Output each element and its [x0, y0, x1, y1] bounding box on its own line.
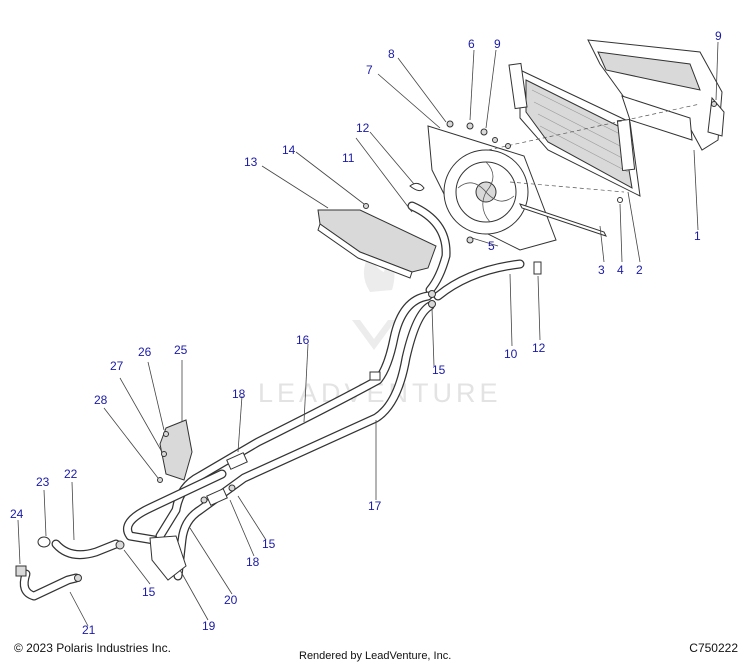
- fan-assembly: [427, 125, 557, 251]
- clamp-15-upper-b: [428, 300, 436, 308]
- callout-19: 19: [202, 619, 216, 633]
- coolant-pipe-16: [155, 291, 433, 541]
- clamp-15-lower-a: [228, 484, 236, 492]
- callout-15-right: 15: [262, 537, 276, 551]
- hose-22: [51, 539, 121, 560]
- fitting-19: [149, 535, 187, 581]
- callout-23: 23: [36, 475, 50, 489]
- callout-24: 24: [10, 507, 24, 521]
- hose-11: [407, 201, 451, 295]
- callout-18-lower: 18: [246, 555, 260, 569]
- foam-strip: [519, 203, 607, 237]
- callout-14: 14: [282, 143, 296, 157]
- hose-10: [433, 259, 525, 301]
- callout-27: 27: [110, 359, 124, 373]
- hose-21: [19, 569, 81, 601]
- hose-clamp-top: [409, 182, 425, 192]
- diagram-id: C750222: [689, 641, 738, 655]
- clamp-15-upper-a: [428, 290, 436, 298]
- fan-bolts: [446, 101, 717, 244]
- callout-25: 25: [174, 343, 188, 357]
- callout-2: 2: [636, 263, 643, 277]
- callout-17: 17: [368, 499, 382, 513]
- callout-5: 5: [488, 239, 495, 253]
- radiator: [508, 62, 641, 197]
- callout-20: 20: [224, 593, 238, 607]
- callout-13: 13: [244, 155, 258, 169]
- callout-9: 9: [494, 37, 501, 51]
- rendered-by-text: Rendered by LeadVenture, Inc.: [299, 650, 452, 662]
- screw-14: [363, 203, 369, 209]
- fan-shroud: [587, 39, 725, 151]
- hose-clamp-23: [37, 536, 51, 548]
- callout-6: 6: [468, 37, 475, 51]
- callout-8: 8: [388, 47, 395, 61]
- guard-bracket: [317, 209, 437, 279]
- callout-7: 7: [366, 63, 373, 77]
- callout-21: 21: [82, 623, 96, 637]
- coupler-18-upper: [226, 452, 248, 470]
- callout-12-lower: 12: [532, 341, 546, 355]
- callout-16: 16: [296, 333, 310, 347]
- pipe-bracket: [369, 371, 381, 381]
- coolant-pipe-17: [173, 301, 435, 581]
- bracket-25: [159, 419, 193, 481]
- callout-numbers: 1 2 3 4 5 6 7 8 9 9 10 11 12 12 13 14 15…: [10, 29, 722, 637]
- callout-15-left: 15: [142, 585, 156, 599]
- coupler-18-lower: [206, 488, 228, 506]
- callout-4: 4: [617, 263, 624, 277]
- copyright-text: © 2023 Polaris Industries Inc.: [14, 641, 171, 655]
- callout-9-right: 9: [715, 29, 722, 43]
- bolt-4: [617, 197, 623, 203]
- callout-12: 12: [356, 121, 370, 135]
- callout-10: 10: [504, 347, 518, 361]
- bolt-26: [163, 431, 169, 437]
- callout-26: 26: [138, 345, 152, 359]
- clamp-21: [74, 574, 82, 582]
- clamp-15-lower-b: [200, 496, 208, 504]
- callout-3: 3: [598, 263, 605, 277]
- clip-24: [15, 565, 27, 577]
- nut-28: [157, 477, 163, 483]
- leader-lines: [17, 41, 719, 627]
- callout-18-upper: 18: [232, 387, 246, 401]
- callout-28: 28: [94, 393, 108, 407]
- callout-15-upper: 15: [432, 363, 446, 377]
- callout-11: 11: [342, 151, 355, 165]
- pipe-20: [123, 469, 227, 545]
- nut-27: [161, 451, 167, 457]
- callout-22: 22: [64, 467, 78, 481]
- callout-1: 1: [694, 229, 701, 243]
- hose-clamp-right: [533, 261, 542, 275]
- clamp-15-hose-22: [115, 540, 125, 550]
